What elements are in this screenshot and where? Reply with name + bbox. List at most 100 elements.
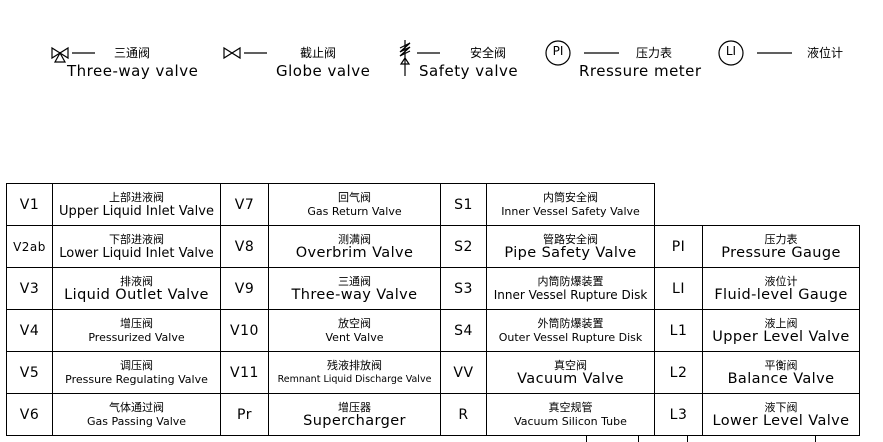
code-cell: S1 — [440, 183, 487, 226]
name-en: Remnant Liquid Discharge Valve — [277, 373, 432, 385]
name-cn: 放空阀 — [338, 316, 371, 330]
legend-label-en: Three-way valve — [67, 62, 199, 80]
name-cn: 三通阀 — [338, 274, 371, 288]
globe-valve-icon — [223, 46, 267, 60]
continuation-line — [638, 436, 639, 442]
name-cn: 液位计 — [764, 274, 798, 288]
name-en: Upper Level Valve — [712, 328, 850, 345]
legend-level-indicator: LI 液位计 — [717, 40, 877, 84]
name-en: Pressurized Valve — [88, 330, 185, 344]
name-en: Vacuum Silicon Tube — [514, 414, 627, 428]
code-cell: V8 — [220, 225, 269, 268]
legend-label-cn: 液位计 — [807, 46, 844, 60]
code-cell: V2ab — [6, 225, 53, 268]
name-cn: 调压阀 — [120, 358, 153, 372]
name-en: Supercharger — [303, 412, 406, 429]
legend-label-en: Rressure meter — [579, 62, 702, 80]
code-cell: L2 — [654, 351, 703, 394]
name-en: Outer Vessel Rupture Disk — [498, 330, 643, 344]
legend-pressure-indicator: PI 压力表 Rressure meter — [544, 40, 714, 84]
name-cn: 平衡阀 — [764, 358, 798, 372]
name-cn: 真空阀 — [554, 358, 587, 372]
continuation-line — [815, 436, 816, 442]
name-en: Pipe Safety Valve — [504, 244, 637, 261]
code-cell: S2 — [440, 225, 487, 268]
name-cn: 液下阀 — [764, 400, 798, 414]
three-way-valve-icon — [51, 46, 95, 63]
name-en: Inner Vessel Safety Valve — [501, 204, 640, 218]
code-cell: R — [440, 393, 487, 436]
code-cell: V3 — [6, 267, 53, 310]
name-en: Lower Liquid Inlet Valve — [59, 245, 214, 261]
legend-safety-valve: 安全阀 Safety valve — [395, 40, 535, 84]
name-en: Balance Valve — [727, 370, 835, 387]
name-cn: 压力表 — [764, 232, 798, 246]
pressure-indicator-symbol: PI — [552, 44, 564, 58]
code-cell: V7 — [220, 183, 269, 226]
legend-label-cn: 三通阀 — [114, 46, 151, 60]
name-cn: 增压器 — [338, 400, 371, 414]
name-en: Three-way Valve — [291, 286, 418, 303]
continuation-line — [687, 436, 688, 442]
name-en: Lower Level Valve — [712, 412, 850, 429]
name-cn: 残液排放阀 — [327, 358, 382, 372]
code-cell: Pr — [220, 393, 269, 436]
code-cell: V1 — [6, 183, 53, 226]
legend-label-cn: 截止阀 — [300, 46, 337, 60]
name-cn: 管路安全阀 — [543, 232, 598, 246]
code-cell: L3 — [654, 393, 703, 436]
safety-valve-icon — [399, 40, 440, 76]
name-cn: 外筒防爆装置 — [537, 316, 604, 330]
name-cn: 气体通过阀 — [109, 400, 164, 414]
name-en: Fluid-level Gauge — [714, 286, 848, 303]
legend-label-en: Safety valve — [419, 62, 519, 80]
code-cell: PI — [654, 225, 703, 268]
name-cn: 回气阀 — [338, 190, 371, 204]
name-cn: 测满阀 — [338, 232, 371, 246]
code-cell: V9 — [220, 267, 269, 310]
name-en: Upper Liquid Inlet Valve — [59, 203, 214, 219]
legend-label-cn: 压力表 — [636, 46, 673, 60]
level-indicator-icon — [718, 40, 792, 66]
name-en: Pressure Regulating Valve — [65, 372, 208, 386]
level-indicator-symbol: LI — [725, 44, 737, 58]
continuation-line — [586, 436, 587, 442]
empty-cell — [654, 183, 860, 226]
name-en: Vent Valve — [325, 330, 384, 344]
code-cell: V4 — [6, 309, 53, 352]
name-en: Vacuum Valve — [517, 370, 624, 387]
table-continuation-lines — [586, 436, 883, 442]
name-en: Gas Return Valve — [307, 204, 402, 218]
name-cn: 增压阀 — [120, 316, 153, 330]
code-cell: VV — [440, 351, 487, 394]
legend-three-way-valve: 三通阀 Three-way valve — [50, 40, 220, 84]
name-cn: 内筒安全阀 — [543, 190, 598, 204]
name-en: Liquid Outlet Valve — [64, 286, 209, 303]
code-cell: V5 — [6, 351, 53, 394]
name-cn: 内筒防爆装置 — [537, 274, 604, 288]
code-cell: S4 — [440, 309, 487, 352]
name-en: Overbrim Valve — [295, 244, 414, 261]
code-cell: V11 — [220, 351, 269, 394]
